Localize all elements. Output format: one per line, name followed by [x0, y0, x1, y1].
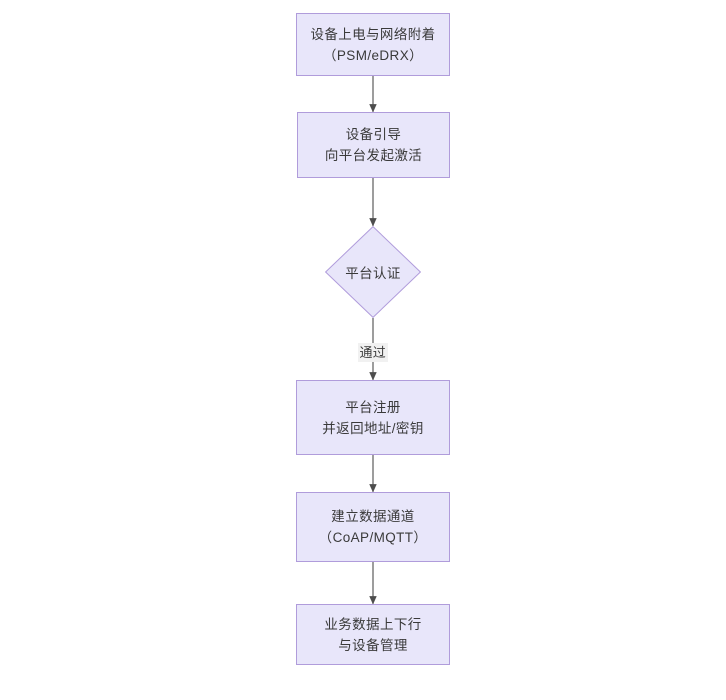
node-text-line: 与设备管理	[338, 637, 408, 653]
node-text-line: 向平台发起激活	[324, 148, 423, 163]
node-text-line: （CoAP/MQTT）	[318, 530, 428, 545]
node-text-line: 建立数据通道	[331, 509, 415, 524]
node-text-line: 平台认证	[345, 266, 401, 281]
node-text-line: 平台注册	[345, 399, 401, 415]
node-text-line: 业务数据上下行	[324, 616, 422, 632]
node-text-line: 并返回地址/密钥	[322, 420, 424, 436]
node-establish-data-channel[interactable]: 建立数据通道 （CoAP/MQTT）	[296, 492, 450, 562]
node-text-line: 设备引导	[345, 127, 402, 142]
node-platform-registration[interactable]: 平台注册 并返回地址/密钥	[296, 380, 450, 455]
node-device-power-on[interactable]: 设备上电与网络附着 （PSM/eDRX）	[296, 13, 450, 76]
diamond-shape-icon	[325, 226, 421, 318]
node-business-data-and-device-management[interactable]: 业务数据上下行 与设备管理	[296, 604, 450, 665]
node-platform-authentication[interactable]: 平台认证	[325, 226, 421, 318]
edge-label-pass: 通过	[357, 342, 389, 362]
node-text-line: （PSM/eDRX）	[322, 47, 424, 63]
node-device-bootstrap[interactable]: 设备引导 向平台发起激活	[297, 112, 450, 178]
node-text-line: 设备上电与网络附着	[310, 26, 436, 42]
